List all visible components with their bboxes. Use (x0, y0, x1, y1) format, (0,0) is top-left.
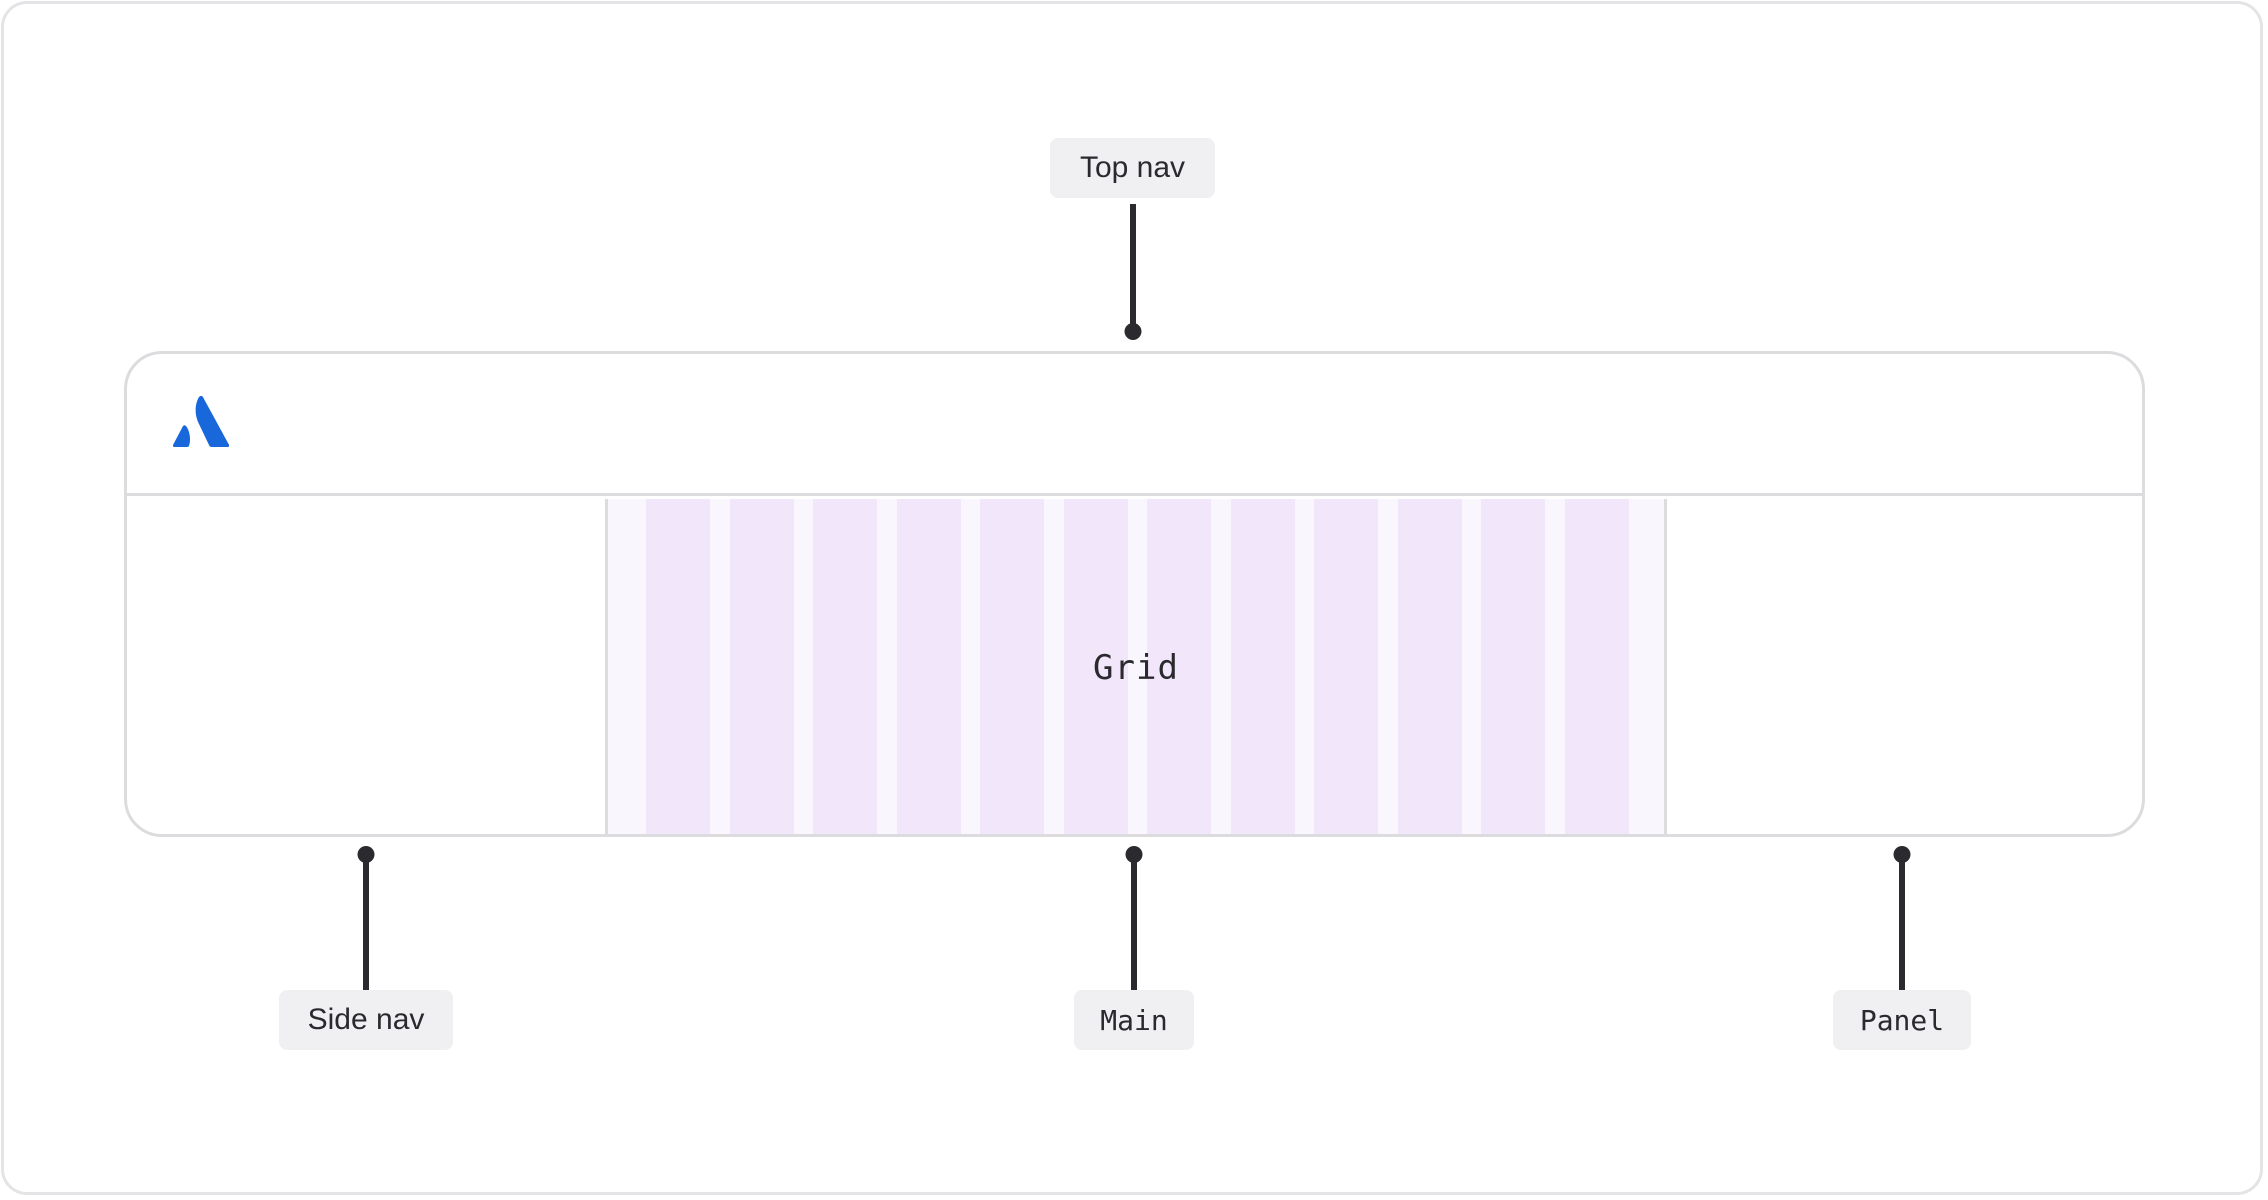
panel-connector (1892, 846, 1912, 992)
grid-column (896, 499, 961, 834)
grid-column (1314, 499, 1378, 834)
grid-column (1230, 499, 1295, 834)
main-connector (1124, 846, 1144, 992)
grid-column (1397, 499, 1462, 834)
panel-region (1664, 499, 2142, 834)
atlassian-logo-icon (173, 396, 229, 447)
main-grid-region: Grid (605, 499, 1667, 834)
grid-column (813, 499, 877, 834)
panel-connector-line (1899, 854, 1905, 992)
side-nav-label: Side nav (279, 990, 453, 1050)
top-nav-connector-dot (1124, 323, 1142, 340)
side-nav-connector-line (363, 854, 369, 992)
main-label: Main (1074, 990, 1194, 1050)
top-nav-region (127, 354, 2142, 496)
app-layout-frame: Grid (124, 351, 2145, 837)
top-nav-label: Top nav (1050, 138, 1215, 198)
grid-column (1147, 499, 1211, 834)
top-nav-connector (1123, 204, 1143, 344)
main-connector-line (1131, 854, 1137, 992)
grid-column (1063, 499, 1128, 834)
top-nav-connector-line (1130, 204, 1136, 330)
grid-column (1481, 499, 1545, 834)
grid-column (980, 499, 1044, 834)
grid-column (1564, 499, 1629, 834)
side-nav-connector (356, 846, 376, 992)
grid-column (729, 499, 794, 834)
grid-column (646, 499, 710, 834)
grid-label: Grid (1093, 648, 1179, 688)
panel-label: Panel (1833, 990, 1971, 1050)
side-nav-region (127, 499, 605, 834)
